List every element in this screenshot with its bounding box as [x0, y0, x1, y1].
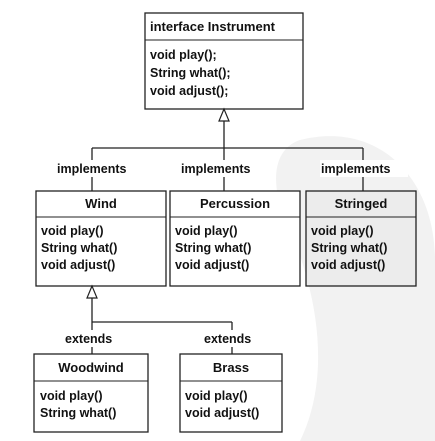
class-method: void adjust() [311, 258, 385, 272]
class-method: void play() [185, 389, 248, 403]
extends-label: extends [65, 332, 112, 346]
class-box-woodwind: Woodwind void play() String what() [33, 353, 149, 433]
class-method: void play() [40, 389, 103, 403]
class-title: Percussion [200, 196, 270, 211]
extends-connectors [86, 284, 233, 354]
interface-method: void adjust(); [150, 84, 228, 98]
class-box-percussion: Percussion void play() String what() voi… [169, 190, 301, 287]
class-box-stringed: Stringed void play() String what() void … [305, 190, 417, 287]
interface-title: interface Instrument [150, 19, 276, 34]
class-method: void play() [175, 224, 238, 238]
implements-label: implements [57, 162, 127, 176]
class-box-brass: Brass void play() void adjust() [179, 353, 283, 433]
class-title: Wind [85, 196, 117, 211]
implements-label: implements [181, 162, 251, 176]
class-title: Stringed [335, 196, 388, 211]
class-method: String what() [175, 241, 251, 255]
watermark-shape [276, 136, 435, 441]
class-title: Woodwind [58, 360, 124, 375]
class-method: String what() [40, 406, 116, 420]
class-method: void adjust() [185, 406, 259, 420]
class-method: void play() [311, 224, 374, 238]
class-method: void adjust() [175, 258, 249, 272]
implements-arrowhead [218, 107, 230, 122]
class-method: void adjust() [41, 258, 115, 272]
interface-instrument-box: interface Instrument void play(); String… [144, 12, 304, 110]
class-box-wind: Wind void play() String what() void adju… [35, 190, 167, 287]
class-method: void play() [41, 224, 104, 238]
interface-method: void play(); [150, 48, 217, 62]
extends-arrowhead [86, 284, 98, 299]
class-title: Brass [213, 360, 249, 375]
extends-label: extends [204, 332, 251, 346]
interface-method: String what(); [150, 66, 231, 80]
class-method: String what() [41, 241, 117, 255]
implements-label: implements [321, 162, 391, 176]
class-method: String what() [311, 241, 387, 255]
